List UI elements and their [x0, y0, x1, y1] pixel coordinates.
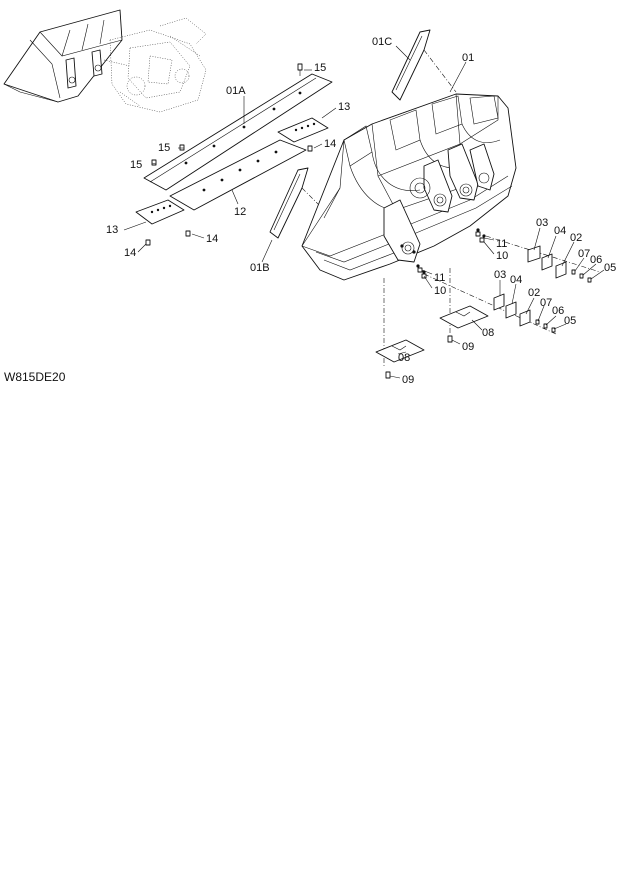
callout-08-right: 08	[482, 327, 494, 339]
callout-01c: 01C	[372, 36, 392, 48]
callout-09-left: 09	[402, 374, 414, 386]
callout-06-upper: 06	[590, 254, 602, 266]
cutting-edge-middle-12	[169, 139, 307, 211]
machine-thumbnail	[3, 9, 207, 113]
callout-15-middle: 15	[158, 142, 170, 154]
callout-06-lower: 06	[552, 305, 564, 317]
bolts-15	[151, 63, 303, 166]
stopper-set-upper	[485, 235, 601, 283]
callout-01: 01	[462, 52, 474, 64]
wear-pad-08-right	[439, 305, 489, 329]
callout-14-left: 14	[124, 247, 136, 259]
callout-02-lower: 02	[528, 287, 540, 299]
cutting-edge-upper-01a	[143, 73, 333, 191]
bucket-body-01	[301, 93, 517, 281]
callout-13-left: 13	[106, 224, 118, 236]
callout-02-upper: 02	[570, 232, 582, 244]
leader-lines	[123, 45, 605, 379]
assembly-line-01c	[423, 49, 457, 93]
callout-05-lower: 05	[564, 315, 576, 327]
wear-pad-08-left	[375, 339, 425, 363]
callout-01a: 01A	[226, 85, 246, 97]
callout-01b: 01B	[250, 262, 270, 274]
callout-11-upper: 11	[496, 238, 507, 250]
callout-11-lower: 11	[434, 272, 445, 284]
callout-14-right: 14	[324, 138, 336, 150]
callout-07-lower: 07	[540, 297, 552, 309]
callout-08-left: 08	[398, 352, 410, 364]
end-bit-left-13	[135, 199, 185, 225]
callout-13-right: 13	[338, 101, 350, 113]
hinge-brackets	[383, 143, 495, 263]
drawing-code: W815DE20	[4, 370, 66, 384]
callout-09-right: 09	[462, 341, 474, 353]
end-bit-right-13	[277, 117, 329, 143]
callout-04-upper: 04	[554, 225, 566, 237]
side-cutter-01b	[269, 167, 309, 239]
callout-12: 12	[234, 206, 246, 218]
callout-10-lower: 10	[434, 285, 446, 297]
callout-05-upper: 05	[604, 262, 616, 274]
callout-03-lower: 03	[494, 269, 506, 281]
callout-04-lower: 04	[510, 274, 522, 286]
callout-03-upper: 03	[536, 217, 548, 229]
callout-15-left: 15	[130, 159, 142, 171]
stopper-set-lower	[423, 273, 557, 335]
nuts-14	[145, 145, 313, 246]
side-cutter-01c	[391, 29, 431, 101]
callout-07-upper: 07	[578, 248, 590, 260]
callout-15-top: 15	[314, 62, 326, 74]
callout-14-middle: 14	[206, 233, 218, 245]
callout-10-upper: 10	[496, 250, 508, 262]
bolts-09	[385, 335, 453, 379]
